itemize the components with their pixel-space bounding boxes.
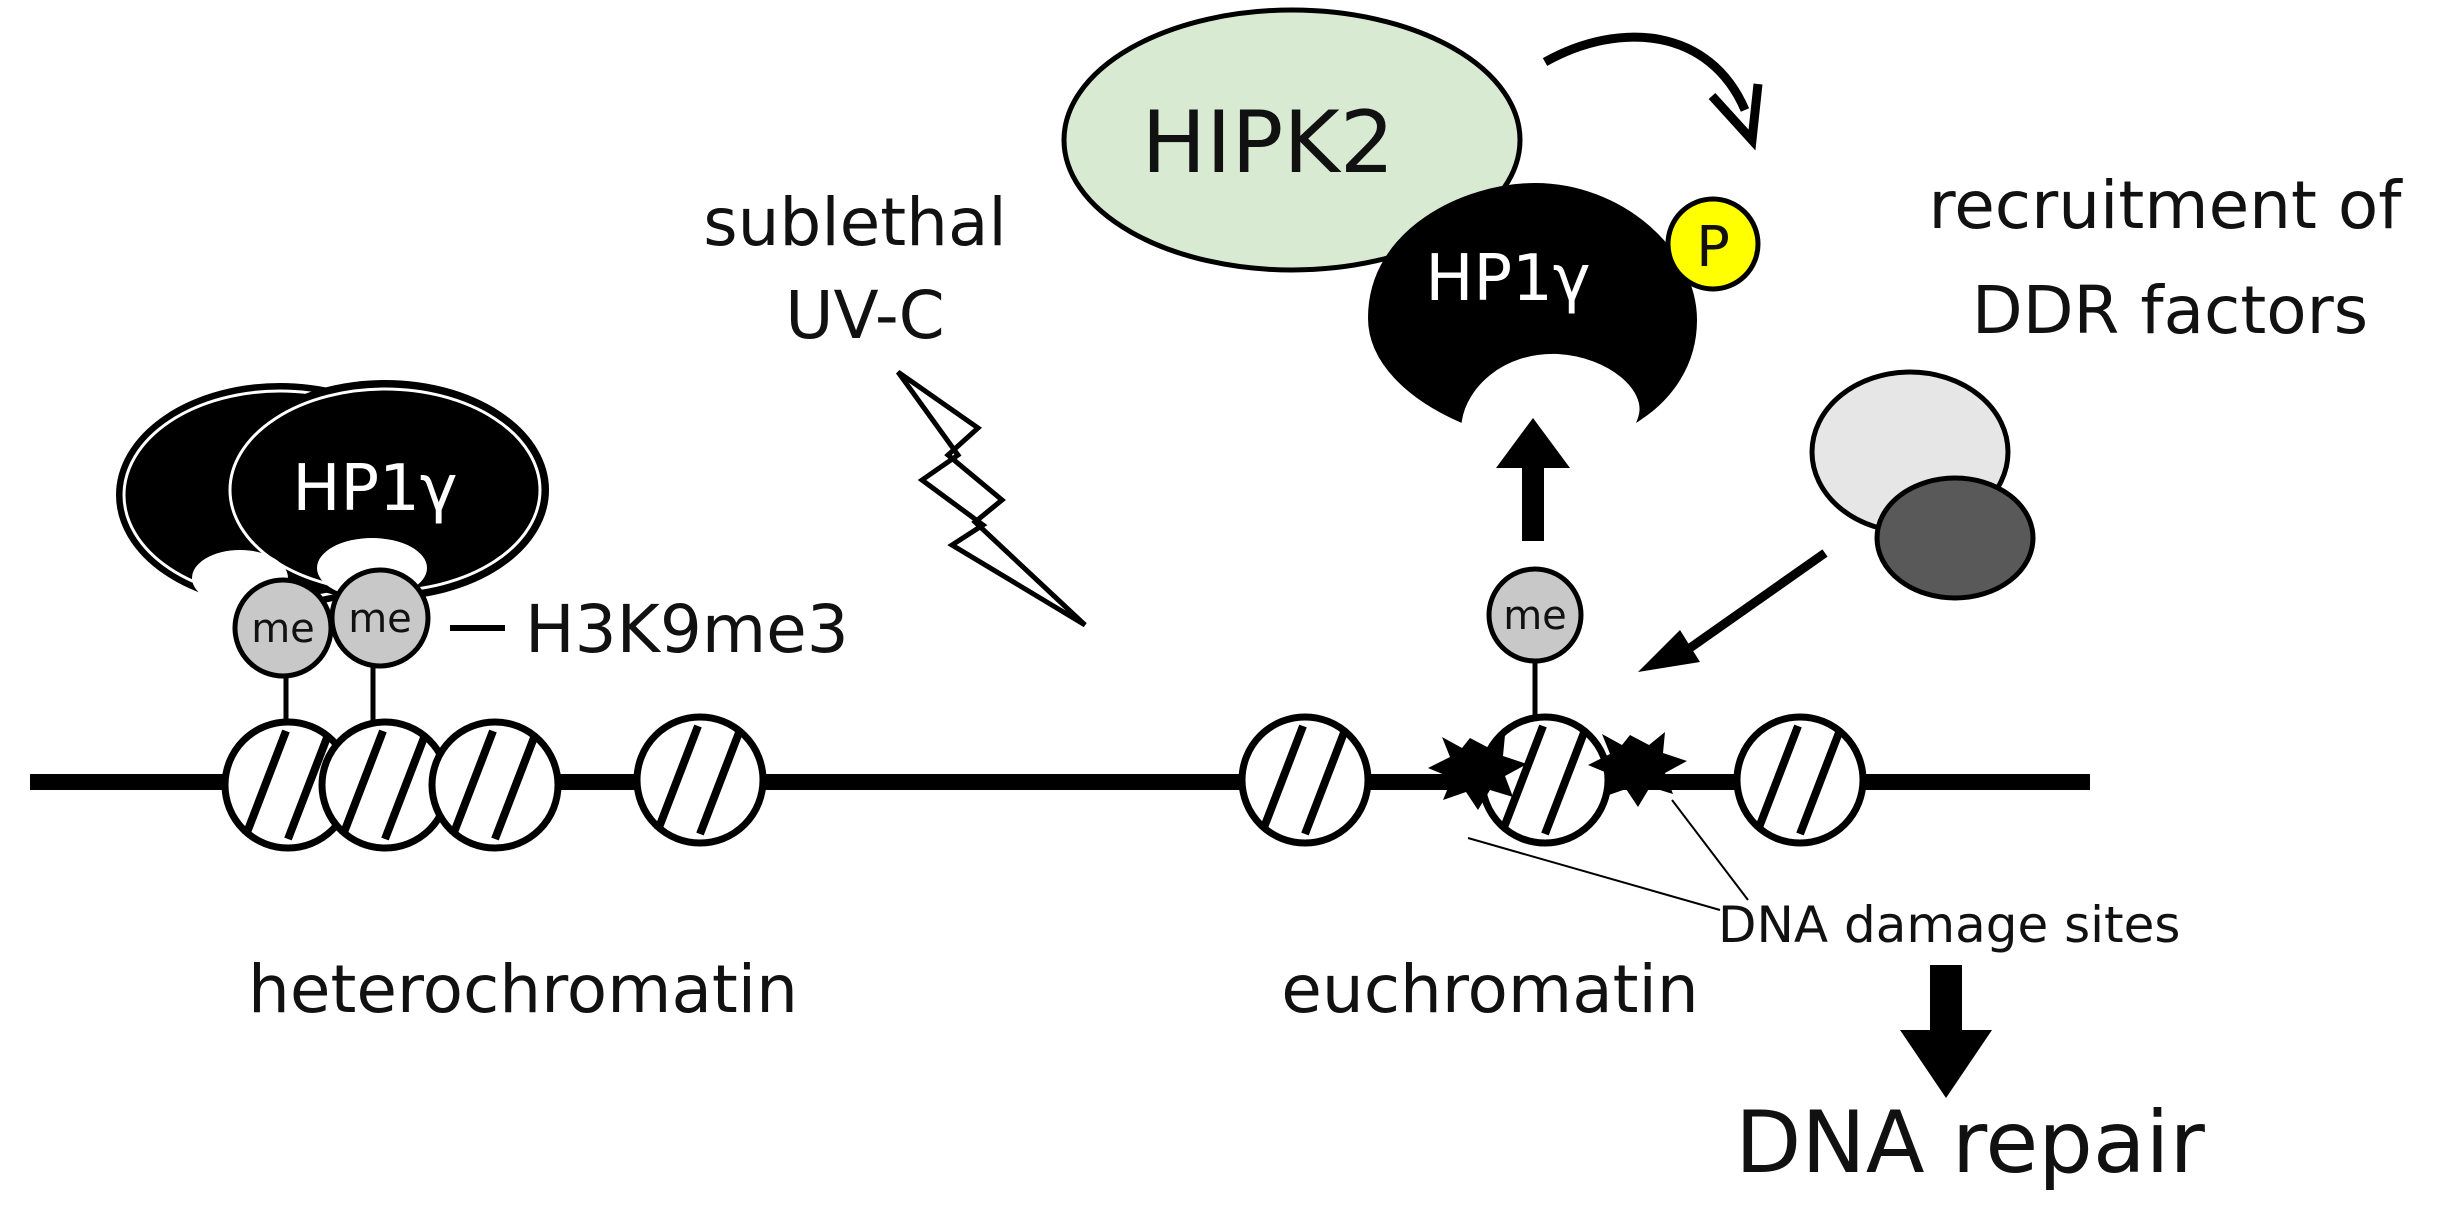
damage-leader [1467, 837, 1721, 911]
svg-text:HIPK2: HIPK2 [1141, 93, 1394, 193]
uv-label-line1: sublethal [703, 184, 1007, 261]
dna-repair-label: DNA repair [1735, 1093, 2205, 1193]
damage-leader [1671, 799, 1749, 901]
up-arrow-icon [1496, 418, 1570, 541]
nucleosome-het-4 [637, 717, 763, 843]
hp1-protein-euchromatin: HP1γ [1367, 182, 1698, 424]
phosphorylation-mark: P [1665, 196, 1761, 292]
svg-text:P: P [1696, 215, 1730, 280]
hp1-het-label: HP1γ [292, 452, 457, 526]
curved-arrow-icon [1542, 32, 1763, 151]
uv-label-line2: UV-C [785, 277, 945, 354]
nucleosome-eu-1 [1242, 717, 1368, 843]
nucleosome-het-3 [432, 722, 558, 848]
h3k9me3-label: H3K9me3 [525, 591, 849, 668]
svg-text:me: me [348, 596, 412, 642]
euchromatin-label: euchromatin [1281, 951, 1698, 1028]
ddr-factor-dark [1874, 475, 2036, 601]
svg-text:HP1γ: HP1γ [1425, 242, 1590, 316]
methyl-mark: me [232, 577, 334, 679]
recruitment-label-line1: recruitment of [1929, 167, 2404, 244]
lightning-bolt-icon [895, 369, 1087, 628]
svg-text:me: me [251, 606, 315, 652]
svg-text:me: me [1503, 593, 1567, 639]
recruitment-arrow-icon [1638, 549, 1828, 672]
heterochromatin-label: heterochromatin [248, 951, 798, 1028]
nucleosome-eu-3 [1737, 717, 1863, 843]
methyl-mark: me [1486, 566, 1584, 664]
methyl-mark: me [329, 567, 431, 669]
damage-sites-label: DNA damage sites [1718, 896, 2180, 954]
dna-damage-site-icon [1588, 732, 1687, 807]
dna-damage-site-icon [1428, 735, 1527, 810]
down-arrow-icon [1900, 965, 1992, 1098]
hipk2-protein: HIPK2 [1061, 7, 1523, 273]
recruitment-label-line2: DDR factors [1972, 272, 2368, 349]
